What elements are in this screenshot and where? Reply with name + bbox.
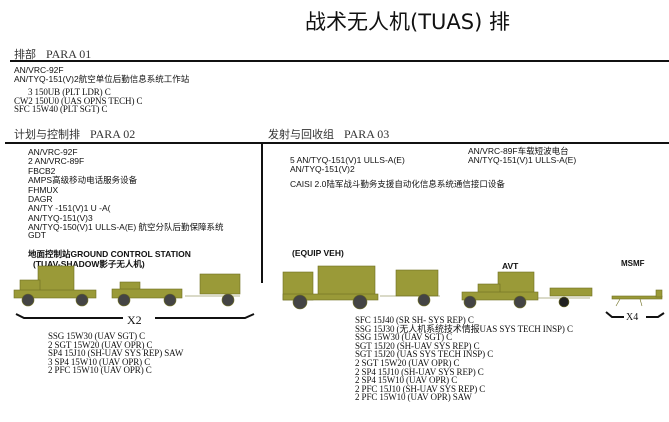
- planning-label: 计划与控制排: [14, 128, 80, 141]
- personnel-item: 2 SP4 15W10 (UAV OPR) C: [355, 375, 458, 386]
- divider: [5, 142, 669, 144]
- equipment-item: AN/VRC-92F: [28, 147, 78, 157]
- caisi-equipment: CAISI 2.0陆军战斗勤务支援自动化信息系统通信接口设备: [290, 179, 505, 189]
- personnel-item: SFC 15J40 (SR SH- SYS REP) C: [355, 315, 474, 325]
- personnel-item: SSG 15J30 (无人机系统技术情报UAS SYS TECH INSP) C: [355, 323, 573, 334]
- equipment-item: AN/TYQ-150(V)1 ULLS-A(E) 航空分队后勤保障系统: [28, 222, 224, 233]
- personnel-item: 2 PFC 15W10 (UAV OPR) SAW: [355, 392, 472, 403]
- launch-personnel: SFC 15J40 (SR SH- SYS REP) C SSG 15J30 (…: [355, 316, 573, 402]
- equipment-item: FBCB2: [28, 165, 56, 176]
- hq-personnel: 3 150UB (PLT LDR) C CW2 150U0 (UAS OPNS …: [14, 87, 143, 115]
- launch-para: PARA 03: [344, 127, 390, 141]
- personnel-item: 2 PFC 15J10 (SH-UAV SYS REP) C: [355, 383, 486, 394]
- launch-equipment-right: AN/VRC-89F车载短波电台 AN/TYQ-151(V)1 ULLS-A(E…: [468, 146, 577, 166]
- personnel-item: SGT 15J20 (UAS SYS TECH INSP) C: [355, 349, 494, 360]
- trailer-icon: [380, 269, 440, 307]
- equipment-item: GDT: [28, 229, 46, 240]
- hq-equipment: AN/VRC-92F AN/TYQ-151(V)2航空单位后勤信息系统工作站: [14, 65, 190, 85]
- hq-label: 排部: [14, 48, 36, 61]
- station-subtitle: (TUAV-SHADOW影子无人机): [33, 259, 145, 269]
- equipment-item: 5 AN/TYQ-151(V)1 ULLS-A(E): [290, 155, 405, 165]
- personnel-item: 2 SGT 15W20 (UAV OPR) C: [48, 339, 153, 350]
- personnel-item: 2 PFC 15W10 (UAV OPR) C: [48, 365, 152, 376]
- hq-header: 排部 PARA 01: [14, 46, 91, 62]
- launch-label: 发射与回收组: [268, 128, 334, 141]
- planning-header: 计划与控制排 PARA 02: [14, 126, 135, 142]
- divider: [10, 60, 669, 62]
- equipment-item: AN/TYQ-151(V)2: [290, 164, 355, 175]
- personnel-item: SP4 15J10 (SH-UAV SYS REP) SAW: [48, 348, 184, 359]
- x4-multiplier: X4: [626, 312, 639, 323]
- humvee-icon: [111, 281, 183, 307]
- equipment-item: AN/TY -151(V)1 U -A(: [28, 203, 111, 214]
- equipment-item: AN/TYQ-151(V)3: [28, 212, 93, 223]
- equipment-item: AN/VRC-92F: [14, 65, 64, 75]
- x2-bracket: [15, 313, 255, 319]
- equipment-item: AN/TYQ-151(V)2航空单位后勤信息系统工作站: [14, 74, 190, 85]
- hq-para: PARA 01: [46, 47, 92, 61]
- equip-veh-truck-icon: [282, 265, 379, 310]
- launch-header: 发射与回收组 PARA 03: [268, 126, 389, 142]
- generator-trailer-icon: [185, 273, 241, 307]
- avt-label: AVT: [502, 261, 519, 271]
- personnel-item: 3 SP4 15W10 (UAV OPR) C: [48, 356, 151, 367]
- equipment-item: AN/VRC-89F车载短波电台: [468, 146, 569, 156]
- msmf-label: MSMF: [621, 259, 645, 268]
- avt-trailer-icon: [538, 287, 593, 308]
- personnel-item: SGT 15J20 (SH-UAV SYS REP) C: [355, 340, 480, 351]
- planning-personnel: SSG 15W30 (UAV SGT) C 2 SGT 15W20 (UAV O…: [48, 332, 183, 375]
- personnel-item: SSG 15W30 (UAV SGT) C: [355, 332, 453, 343]
- avt-icon: [461, 271, 539, 309]
- equipment-item: 2 AN/VRC-89F: [28, 156, 85, 167]
- personnel-item: 2 SP4 15J10 (SH-UAV SYS REP) C: [355, 366, 484, 377]
- planning-equipment: AN/VRC-92F 2 AN/VRC-89F FBCB2 AMPS高级移动电话…: [28, 147, 224, 240]
- personnel-item: 2 SGT 15W20 (UAV OPR) C: [355, 357, 460, 368]
- personnel-item: CW2 150U0 (UAS OPNS TECH) C: [14, 95, 143, 106]
- equipment-item: AN/TYQ-151(V)1 ULLS-A(E): [468, 155, 577, 166]
- x2-multiplier: X2: [127, 313, 142, 327]
- station-title: 地面控制站GROUND CONTROL STATION: [28, 249, 191, 259]
- equipment-item: DAGR: [28, 194, 53, 205]
- planning-para: PARA 02: [90, 127, 136, 141]
- page-title: 战术无人机(TUAS) 排: [305, 10, 510, 34]
- launch-equipment-left: 5 AN/TYQ-151(V)1 ULLS-A(E) AN/TYQ-151(V)…: [290, 155, 405, 175]
- uav-launcher-icon: [611, 289, 663, 307]
- x4-bracket: [605, 311, 665, 318]
- personnel-item: SFC 15W40 (PLT SGT) C: [14, 104, 108, 115]
- personnel-item: 3 150UB (PLT LDR) C: [28, 87, 111, 97]
- equip-veh-label: (EQUIP VEH): [292, 248, 344, 258]
- equipment-item: AMPS高级移动电话服务设备: [28, 175, 138, 186]
- bracket-lines: [15, 311, 665, 319]
- shelter-truck-icon: [13, 265, 97, 307]
- vehicle-graphics: [13, 265, 663, 310]
- personnel-item: SSG 15W30 (UAV SGT) C: [48, 331, 146, 341]
- vertical-divider: [261, 143, 263, 283]
- equipment-item: FHMUX: [28, 184, 59, 195]
